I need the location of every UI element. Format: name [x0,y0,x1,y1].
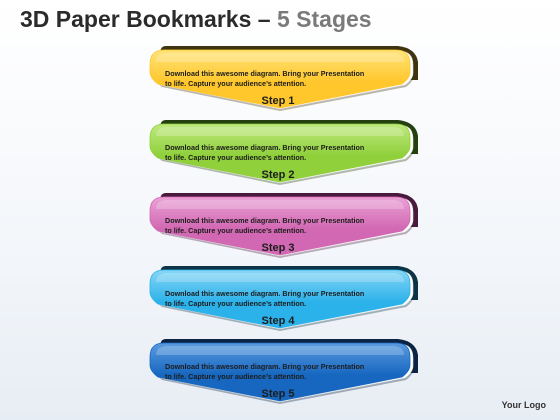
step-description-line-1: Download this awesome diagram. Bring you… [165,289,365,298]
bookmark-front-4 [149,269,411,329]
step-description-line-2: to life. Capture your audience’s attenti… [165,79,307,89]
step-description-2: Download this awesome diagram. Bring you… [165,143,397,163]
step-description-4: Download this awesome diagram. Bring you… [165,289,397,309]
step-description-line-1: Download this awesome diagram. Bring you… [165,362,365,371]
step-description-line-1: Download this awesome diagram. Bring you… [165,216,365,225]
step-label-5: Step 5 [261,388,295,400]
step-label-3: Step 3 [261,242,295,254]
bookmark-front-3 [149,196,411,256]
step-description-line-2: to life. Capture your audience’s attenti… [165,299,307,309]
bookmark-stage-4 [149,266,418,331]
step-description-5: Download this awesome diagram. Bring you… [165,362,397,382]
step-description-line-2: to life. Capture your audience’s attenti… [165,153,307,163]
step-label-1: Step 1 [261,95,295,107]
step-label-4: Step 4 [261,315,295,327]
bookmark-gloss-4 [156,273,404,282]
step-description-line-2: to life. Capture your audience’s attenti… [165,372,307,382]
logo-text: Your Logo [501,400,546,410]
step-description-1: Download this awesome diagram. Bring you… [165,69,397,89]
bookmark-gloss-5 [156,346,404,355]
step-label-2: Step 2 [261,169,295,181]
step-description-3: Download this awesome diagram. Bring you… [165,216,397,236]
bookmark-front-1 [149,49,411,109]
page-title: 3D Paper Bookmarks – 5 Stages [20,6,372,33]
bookmark-front-2 [149,123,411,183]
step-description-line-1: Download this awesome diagram. Bring you… [165,69,365,78]
bookmark-gloss-2 [156,127,404,136]
bookmark-stage-1 [149,46,418,111]
title-subtitle: 5 Stages [276,6,372,32]
bookmark-stage-5 [149,339,418,404]
step-description-line-1: Download this awesome diagram. Bring you… [165,143,365,152]
bookmark-stage-3 [149,193,418,258]
bookmark-front-5 [149,342,411,402]
title-main: 3D Paper Bookmarks – [20,6,271,32]
step-description-line-2: to life. Capture your audience’s attenti… [165,226,307,236]
bookmark-gloss-1 [156,53,404,62]
bookmark-gloss-3 [156,200,404,209]
bookmark-stage-2 [149,120,418,185]
